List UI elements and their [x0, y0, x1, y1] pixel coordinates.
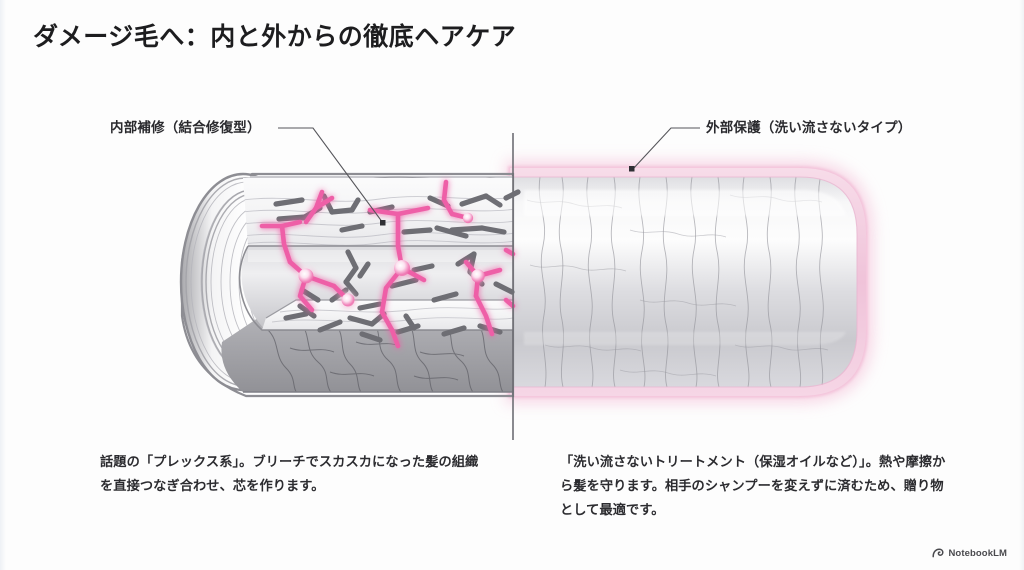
cortex-cut-face-top [243, 178, 513, 246]
caption-internal-repair: 話題の「プレックス系」。ブリーチでスカスカになった髪の組織を直接つなぎ合わせ、芯… [100, 454, 479, 493]
caption-external-protection: 「洗い流さないトリートメント（保湿オイルなど）」。熱や摩擦から髪を守ります。相手… [560, 454, 946, 517]
broken-protein-fragments [273, 189, 521, 343]
watermark-label: NotebookLM [948, 547, 1007, 559]
notebooklm-watermark: NotebookLM [932, 547, 1007, 559]
leader-line-left [278, 127, 386, 226]
figure-right-coated-shaft [505, 160, 874, 404]
callout-label-external-protection: 外部保護（洗い流さないタイプ） [706, 120, 912, 135]
repaired-crosslink-bonds [259, 179, 516, 349]
right-cuticle-scale-lines [526, 176, 829, 388]
bond-nodes [298, 212, 485, 307]
cuticle-layer-rings [181, 174, 305, 390]
callout-label-internal-repair: 内部補修（結合修復型） [110, 120, 261, 135]
cortex-inner-tube [241, 246, 513, 330]
leader-line-right [629, 127, 700, 172]
notebooklm-logo-icon [932, 548, 945, 558]
page-title: ダメージ毛へ：内と外からの徹底ヘアケア [33, 23, 517, 51]
figure-left-cutaway-shaft [179, 172, 521, 398]
lower-outer-wall [221, 318, 513, 392]
